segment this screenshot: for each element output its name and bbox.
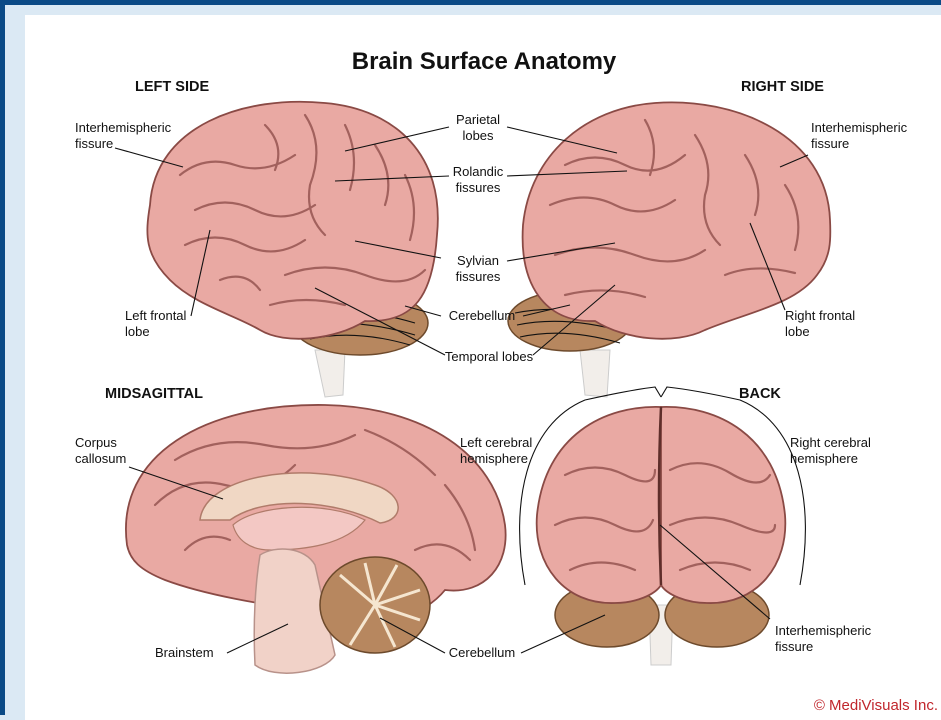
- section-back: BACK: [739, 386, 781, 402]
- left-side-brain: [147, 102, 437, 397]
- brain-diagram: Brain Surface Anatomy LEFT SIDE RIGHT SI…: [25, 15, 941, 720]
- diagram-panel: Brain Surface Anatomy LEFT SIDE RIGHT SI…: [25, 15, 941, 720]
- left-cerebrum: [147, 102, 437, 339]
- left-brainstem: [315, 350, 345, 397]
- right-brainstem: [580, 350, 610, 397]
- diagram-title: Brain Surface Anatomy: [352, 48, 617, 75]
- label-temporal: Temporal lobes: [445, 349, 534, 364]
- label-brainstem: Brainstem: [155, 645, 214, 660]
- back-brain: [537, 407, 786, 665]
- label-cerebellum-top: Cerebellum: [449, 308, 515, 323]
- midsagittal-brain: [126, 405, 506, 673]
- right-side-brain: [508, 102, 830, 397]
- back-left-hemisphere: [537, 407, 661, 603]
- copyright-text: © MediVisuals Inc.: [814, 697, 938, 714]
- section-midsagittal: MIDSAGITTAL: [105, 386, 203, 402]
- section-left-side: LEFT SIDE: [135, 79, 209, 95]
- right-cerebrum: [523, 102, 831, 338]
- section-right-side: RIGHT SIDE: [741, 79, 824, 95]
- back-right-hemisphere: [661, 407, 785, 603]
- label-cerebellum-bottom: Cerebellum: [449, 645, 515, 660]
